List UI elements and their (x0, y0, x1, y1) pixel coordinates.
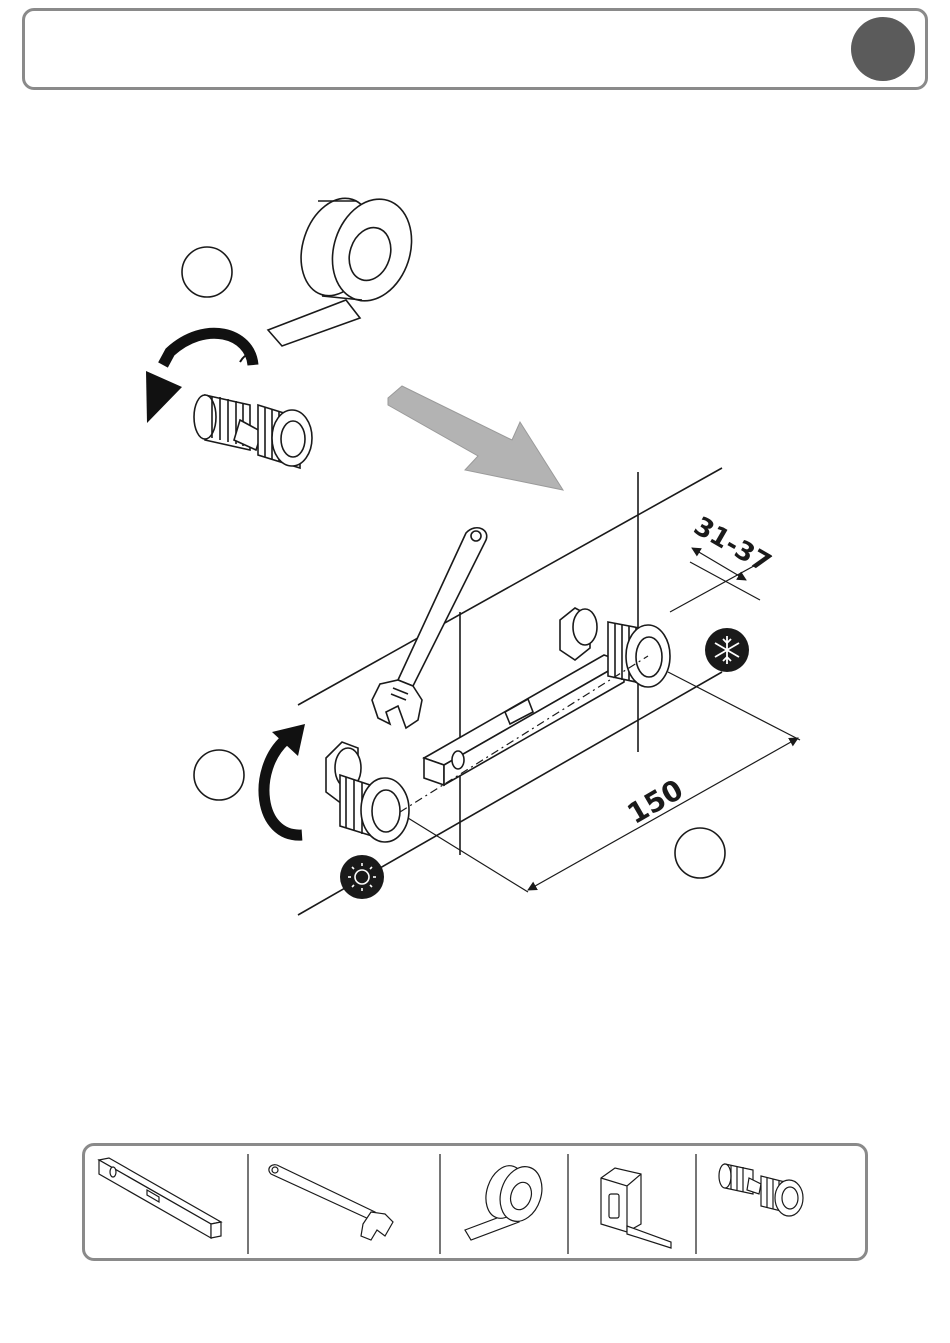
step-circle-c (675, 828, 725, 878)
tool-adjustable-wrench-icon (269, 1165, 393, 1240)
tool-spirit-level-icon (99, 1158, 221, 1238)
wall-tile-grid (298, 468, 722, 915)
adjustable-wrench-icon (372, 528, 487, 728)
sun-icon (340, 855, 384, 899)
tool-tape-measure-icon (601, 1168, 671, 1248)
snowflake-icon (705, 628, 749, 672)
hot-water-connector (326, 742, 409, 842)
dimension-center-distance-label: 150 (622, 773, 689, 831)
tool-eccentric-connector-icon (719, 1164, 803, 1216)
dimension-center-distance (408, 672, 800, 892)
spirit-level-icon (424, 655, 624, 785)
eccentric-connector-icon (194, 395, 312, 468)
ptfe-tape-roll (268, 189, 424, 346)
step-circle-a (182, 247, 232, 297)
rotate-arrow-bottom-icon (264, 724, 305, 835)
tools-required-bar (82, 1143, 868, 1261)
step-circle-b (194, 750, 244, 800)
direction-arrow-icon (388, 386, 563, 490)
tool-ptfe-tape-icon (465, 1161, 549, 1240)
